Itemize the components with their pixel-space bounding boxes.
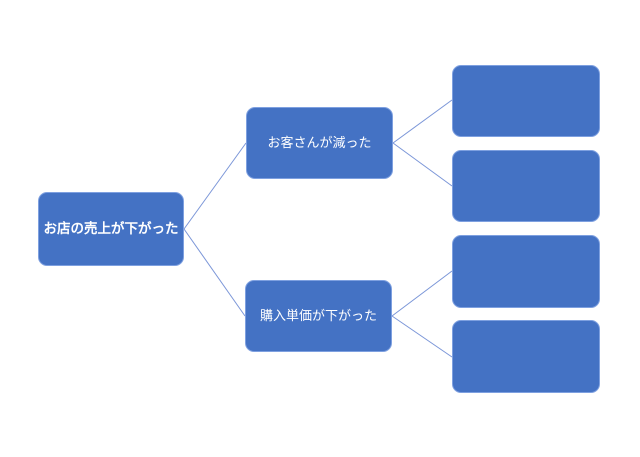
node-root-label: お店の売上が下がった	[43, 220, 179, 236]
node-leaf-empty-4[interactable]	[452, 320, 600, 393]
node-branch-top-label: お客さんが減った	[267, 134, 372, 150]
connector-branch-top-to-leaf-2	[392, 142, 453, 187]
node-branch-unit-price-dropped[interactable]: 購入単価が下がった	[245, 280, 392, 352]
node-root-sales-declined[interactable]: お店の売上が下がった	[38, 192, 184, 266]
connector-branch-bottom-to-leaf-4	[391, 315, 453, 358]
connector-root-to-branch-bottom	[183, 228, 246, 317]
connector-branch-bottom-to-leaf-3	[391, 270, 453, 317]
node-branch-bottom-label: 購入単価が下がった	[259, 307, 377, 323]
connector-root-to-branch-top	[183, 142, 247, 230]
node-branch-customers-decreased[interactable]: お客さんが減った	[246, 107, 393, 179]
node-leaf-empty-2[interactable]	[452, 150, 600, 222]
node-leaf-empty-1[interactable]	[452, 65, 600, 137]
connector-branch-top-to-leaf-1	[392, 99, 453, 144]
node-leaf-empty-3[interactable]	[452, 235, 600, 308]
